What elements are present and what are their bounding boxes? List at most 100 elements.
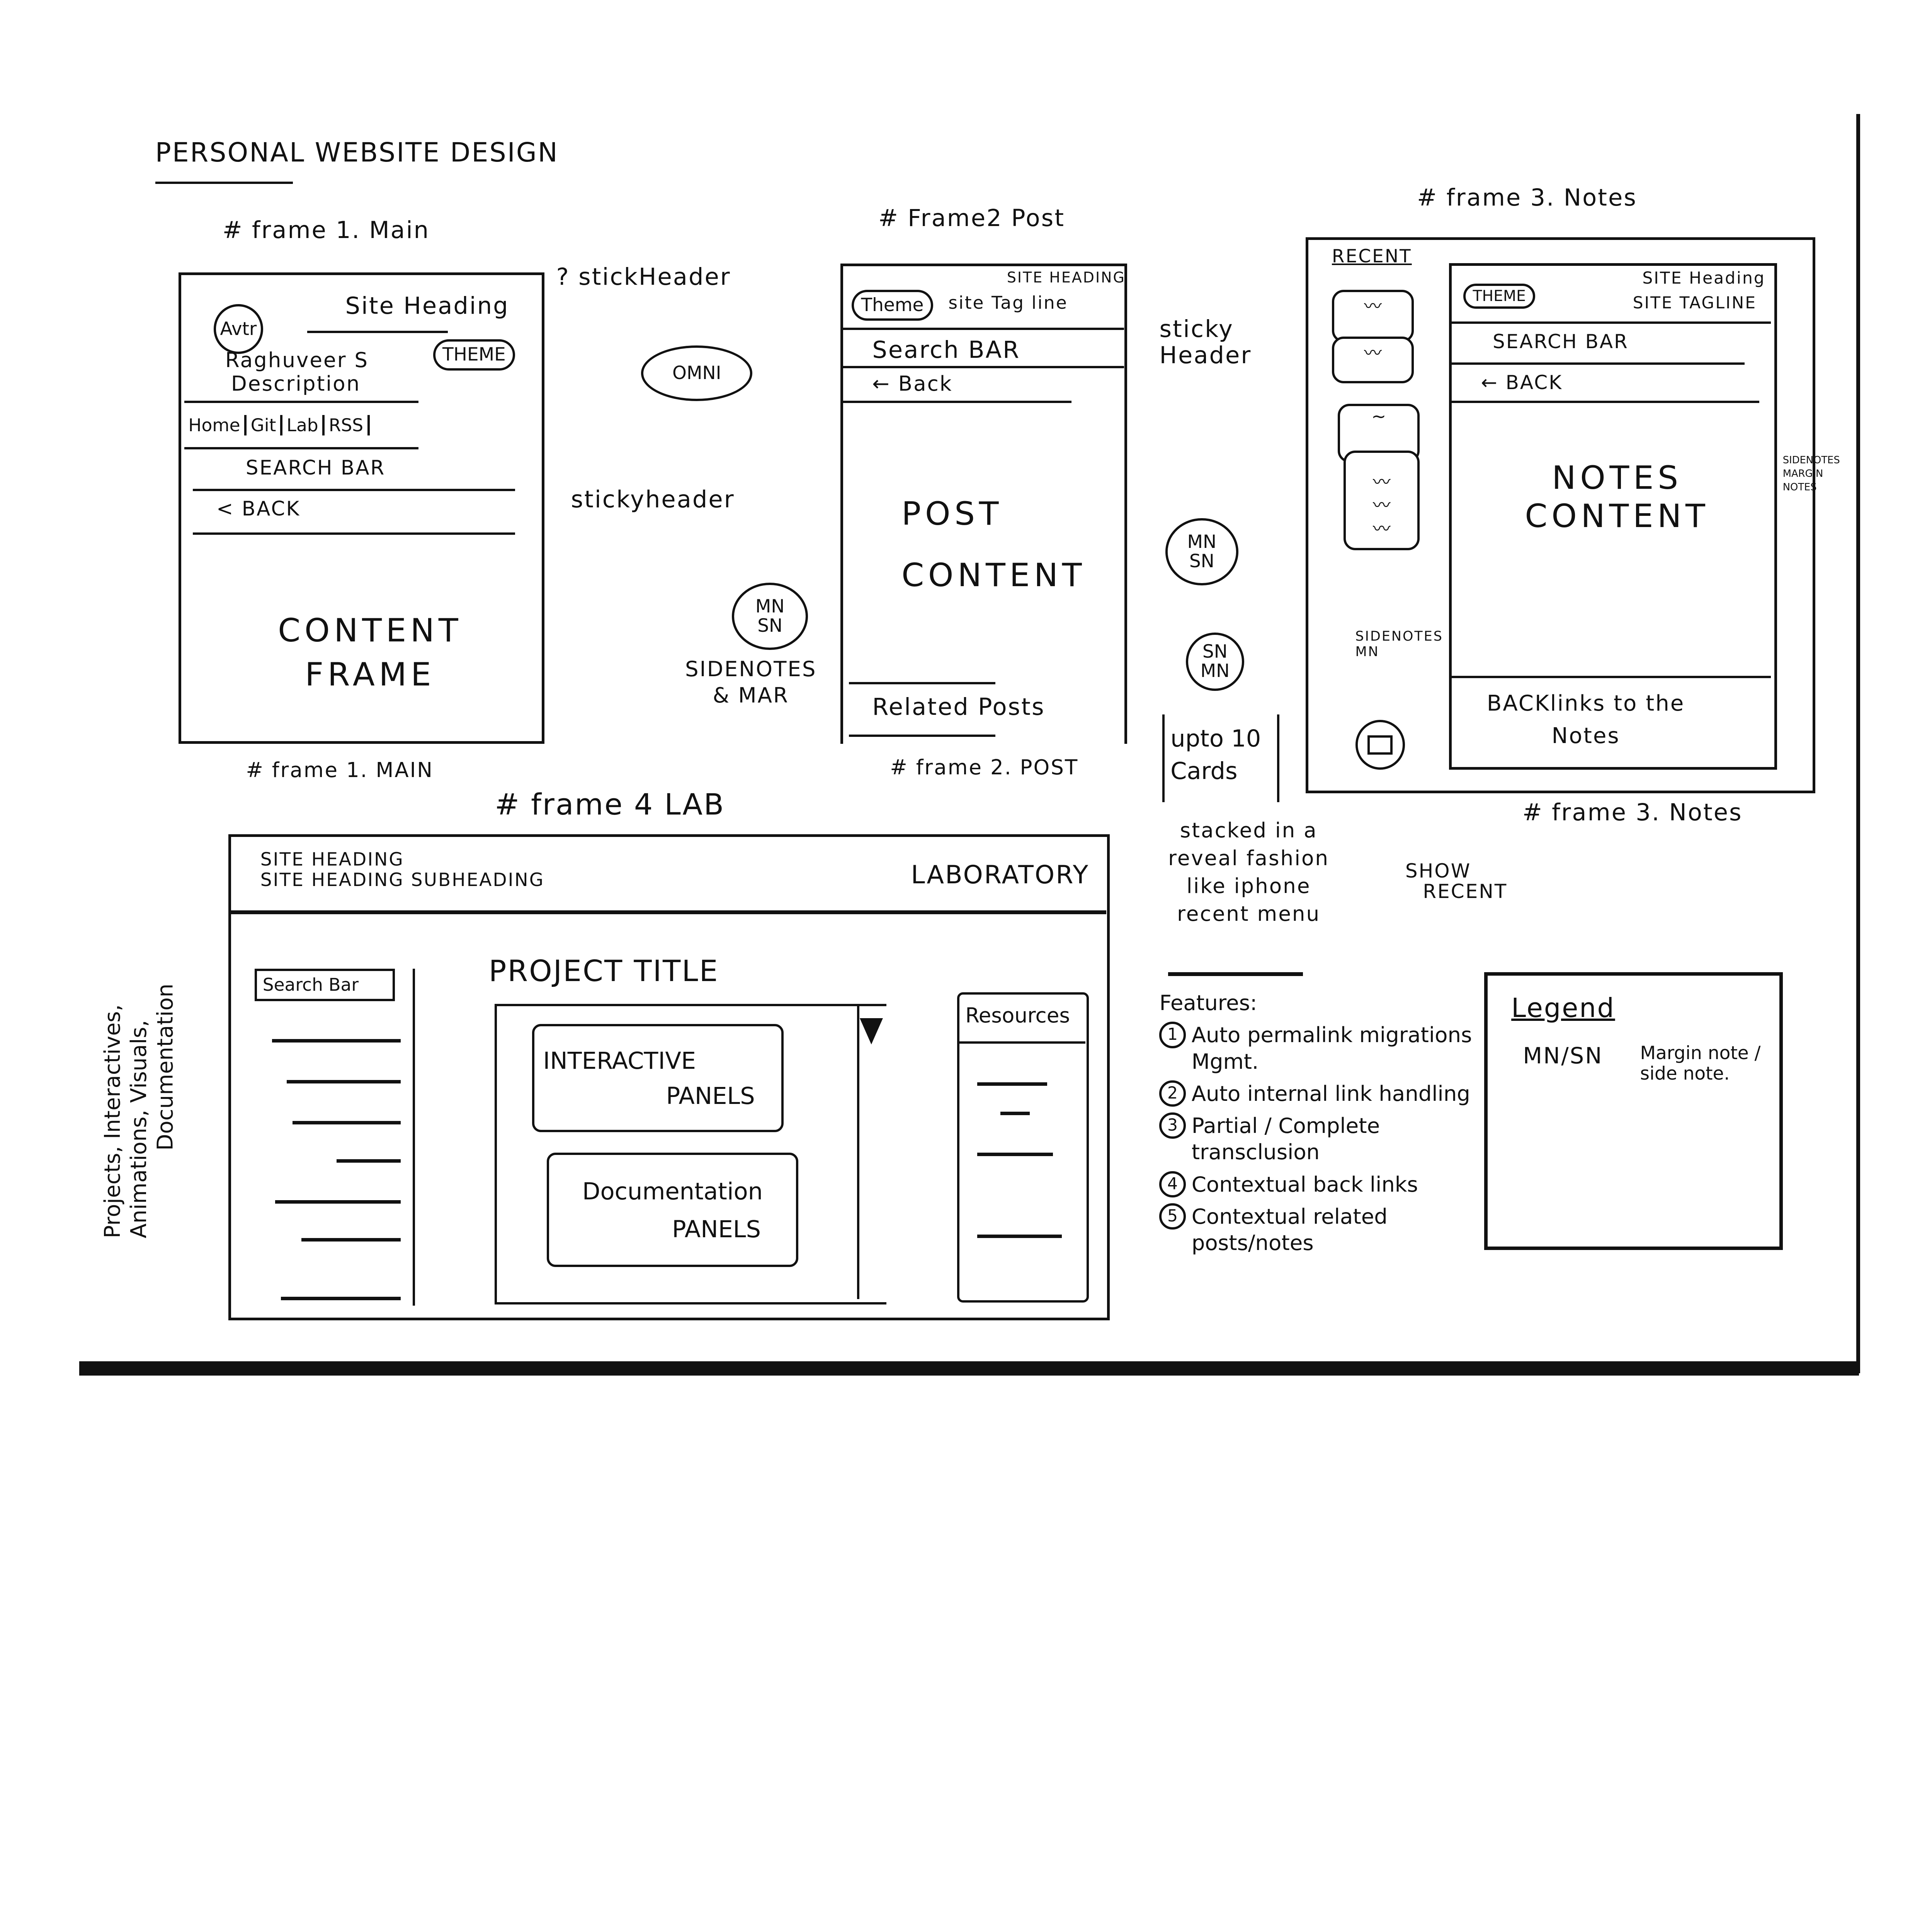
legend-value: Margin note / side note. xyxy=(1640,1042,1761,1084)
feature-number: 1 xyxy=(1159,1022,1186,1048)
back-rule xyxy=(193,532,515,535)
project-link[interactable] xyxy=(286,1080,401,1084)
laboratory-title: LABORATORY xyxy=(911,861,1090,890)
content-line-2: FRAME xyxy=(305,656,435,694)
sticky-header-note-2: stickyheader xyxy=(571,486,735,513)
project-link[interactable] xyxy=(336,1159,401,1163)
resource-link[interactable] xyxy=(1000,1112,1030,1116)
site-tagline: SITE TAGLINE xyxy=(1633,294,1757,313)
page-title: PERSONAL WEBSITE DESIGN xyxy=(155,138,559,168)
mn-label: MN xyxy=(1200,660,1230,682)
lab-sidebar: Search Bar xyxy=(248,969,415,1306)
annotation-line-1: SIDENOTES xyxy=(1355,629,1443,645)
search-bar[interactable]: SEARCH BAR xyxy=(1493,330,1629,353)
annotation-line-3: NOTES xyxy=(1782,481,1817,493)
feature-text: Auto permalink migrations Mgmt. xyxy=(1191,1022,1472,1074)
nav-lab[interactable]: Lab xyxy=(282,415,325,435)
project-link[interactable] xyxy=(275,1200,401,1204)
avatar[interactable]: Avtr xyxy=(213,304,264,354)
sn-mn-bubble: SN MN xyxy=(1185,632,1245,691)
related-posts[interactable]: Related Posts xyxy=(872,694,1045,721)
cards-line-1: upto 10 xyxy=(1170,725,1261,753)
mn-label: MN xyxy=(755,595,785,617)
stacked-line-1: stacked in a xyxy=(1180,818,1318,842)
sidenotes-label: SIDENOTES & MAR xyxy=(685,656,817,708)
resource-link[interactable] xyxy=(977,1082,1048,1086)
back-link[interactable]: ← Back xyxy=(872,371,953,396)
frame4-lab: SITE HEADING SITE HEADING SUBHEADING LAB… xyxy=(228,834,1110,1321)
search-rule xyxy=(193,488,515,491)
frame2-label: # Frame2 Post xyxy=(878,205,1065,232)
annotation-line-1: SIDENOTES xyxy=(1782,454,1840,466)
notes-content: NOTES CONTENT xyxy=(1525,459,1709,535)
interactive-panel[interactable]: INTERACTIVE PANELS xyxy=(532,1024,784,1133)
omni-label: OMNI xyxy=(672,362,721,384)
content-line-1: POST xyxy=(901,495,1003,532)
resource-link[interactable] xyxy=(977,1235,1062,1238)
show-recent-line-2: RECENT xyxy=(1423,880,1508,903)
feature-number: 4 xyxy=(1159,1171,1186,1197)
backlinks-line-1: BACKlinks to the xyxy=(1486,691,1685,716)
search-bar[interactable]: Search Bar xyxy=(254,969,395,1001)
show-recent-button[interactable] xyxy=(1355,720,1405,770)
annotation-line-2: MN xyxy=(1355,644,1379,660)
side-note-line-1: Projects, Interactives, xyxy=(100,1004,125,1239)
feature-text: Contextual back links xyxy=(1191,1172,1418,1197)
scroll-down-icon[interactable] xyxy=(860,1018,883,1044)
site-heading: Site Heading xyxy=(345,293,509,320)
backlinks[interactable]: BACKlinks to the Notes xyxy=(1487,687,1685,752)
search-rule xyxy=(1451,362,1745,365)
frame3-notes: RECENT 〰 〰 ~ 〰〰〰 SIDENOTES MN SITE Headi… xyxy=(1306,237,1840,794)
search-bar[interactable]: SEARCH BAR xyxy=(245,456,386,480)
omni-bubble: OMNI xyxy=(641,345,753,401)
scrollbar[interactable] xyxy=(857,1006,859,1299)
resource-link[interactable] xyxy=(977,1153,1053,1156)
search-bar[interactable]: Search BAR xyxy=(872,336,1020,364)
nav-home[interactable]: Home xyxy=(184,415,247,435)
documentation-panel[interactable]: Documentation PANELS xyxy=(546,1153,799,1267)
nav-git[interactable]: Git xyxy=(247,415,283,435)
recent-card[interactable]: 〰 xyxy=(1332,336,1414,383)
sticky-line-2: Header xyxy=(1159,342,1252,369)
show-recent-line-1: SHOW xyxy=(1405,859,1471,882)
theme-toggle[interactable]: Theme xyxy=(852,289,933,321)
interactive-line-1: INTERACTIVE xyxy=(543,1048,696,1075)
resources-heading: Resources xyxy=(965,1003,1070,1027)
site-heading: SITE Heading xyxy=(1642,269,1765,288)
page-right-edge xyxy=(1856,114,1860,1373)
side-note-line-3: Documentation xyxy=(152,983,178,1151)
resources-rule xyxy=(959,1041,1085,1044)
interactive-line-2: PANELS xyxy=(666,1083,755,1110)
header-rule xyxy=(231,910,1107,914)
theme-toggle[interactable]: THEME xyxy=(433,339,515,371)
site-subheading: SITE HEADING SUBHEADING xyxy=(260,869,545,891)
nav-rss[interactable]: RSS xyxy=(325,415,370,435)
sidenotes-line-1: SIDENOTES xyxy=(685,656,817,682)
project-main: INTERACTIVE PANELS Documentation PANELS xyxy=(494,1004,886,1304)
theme-toggle[interactable]: THEME xyxy=(1463,283,1536,309)
project-link[interactable] xyxy=(293,1121,401,1125)
frame1-label: # frame 1. Main xyxy=(222,216,430,244)
post-content: POST CONTENT xyxy=(901,483,1086,606)
features-heading: Features: xyxy=(1159,990,1257,1015)
legend-key: MN/SN xyxy=(1523,1043,1603,1069)
sn-label: SN xyxy=(757,615,783,636)
recent-card[interactable]: 〰 xyxy=(1332,289,1414,342)
legend-box: Legend MN/SN Margin note / side note. xyxy=(1484,972,1783,1250)
author-description: Description xyxy=(231,371,361,396)
project-link[interactable] xyxy=(272,1039,401,1043)
project-link[interactable] xyxy=(301,1238,401,1242)
page-bottom-edge xyxy=(79,1361,1859,1376)
annotation-line-2: MARGIN xyxy=(1782,468,1823,480)
project-link[interactable] xyxy=(281,1296,401,1300)
resources-panel: Resources xyxy=(957,992,1089,1303)
back-link[interactable]: ← BACK xyxy=(1481,371,1563,394)
back-link[interactable]: < BACK xyxy=(216,497,301,521)
side-note-line-2: Animations, Visuals, xyxy=(126,1020,151,1239)
recent-card[interactable]: 〰〰〰 xyxy=(1344,451,1420,550)
frame1-bottom-label: # frame 1. MAIN xyxy=(246,758,434,782)
title-underline xyxy=(155,181,293,184)
backlinks-line-2: Notes xyxy=(1551,723,1620,748)
